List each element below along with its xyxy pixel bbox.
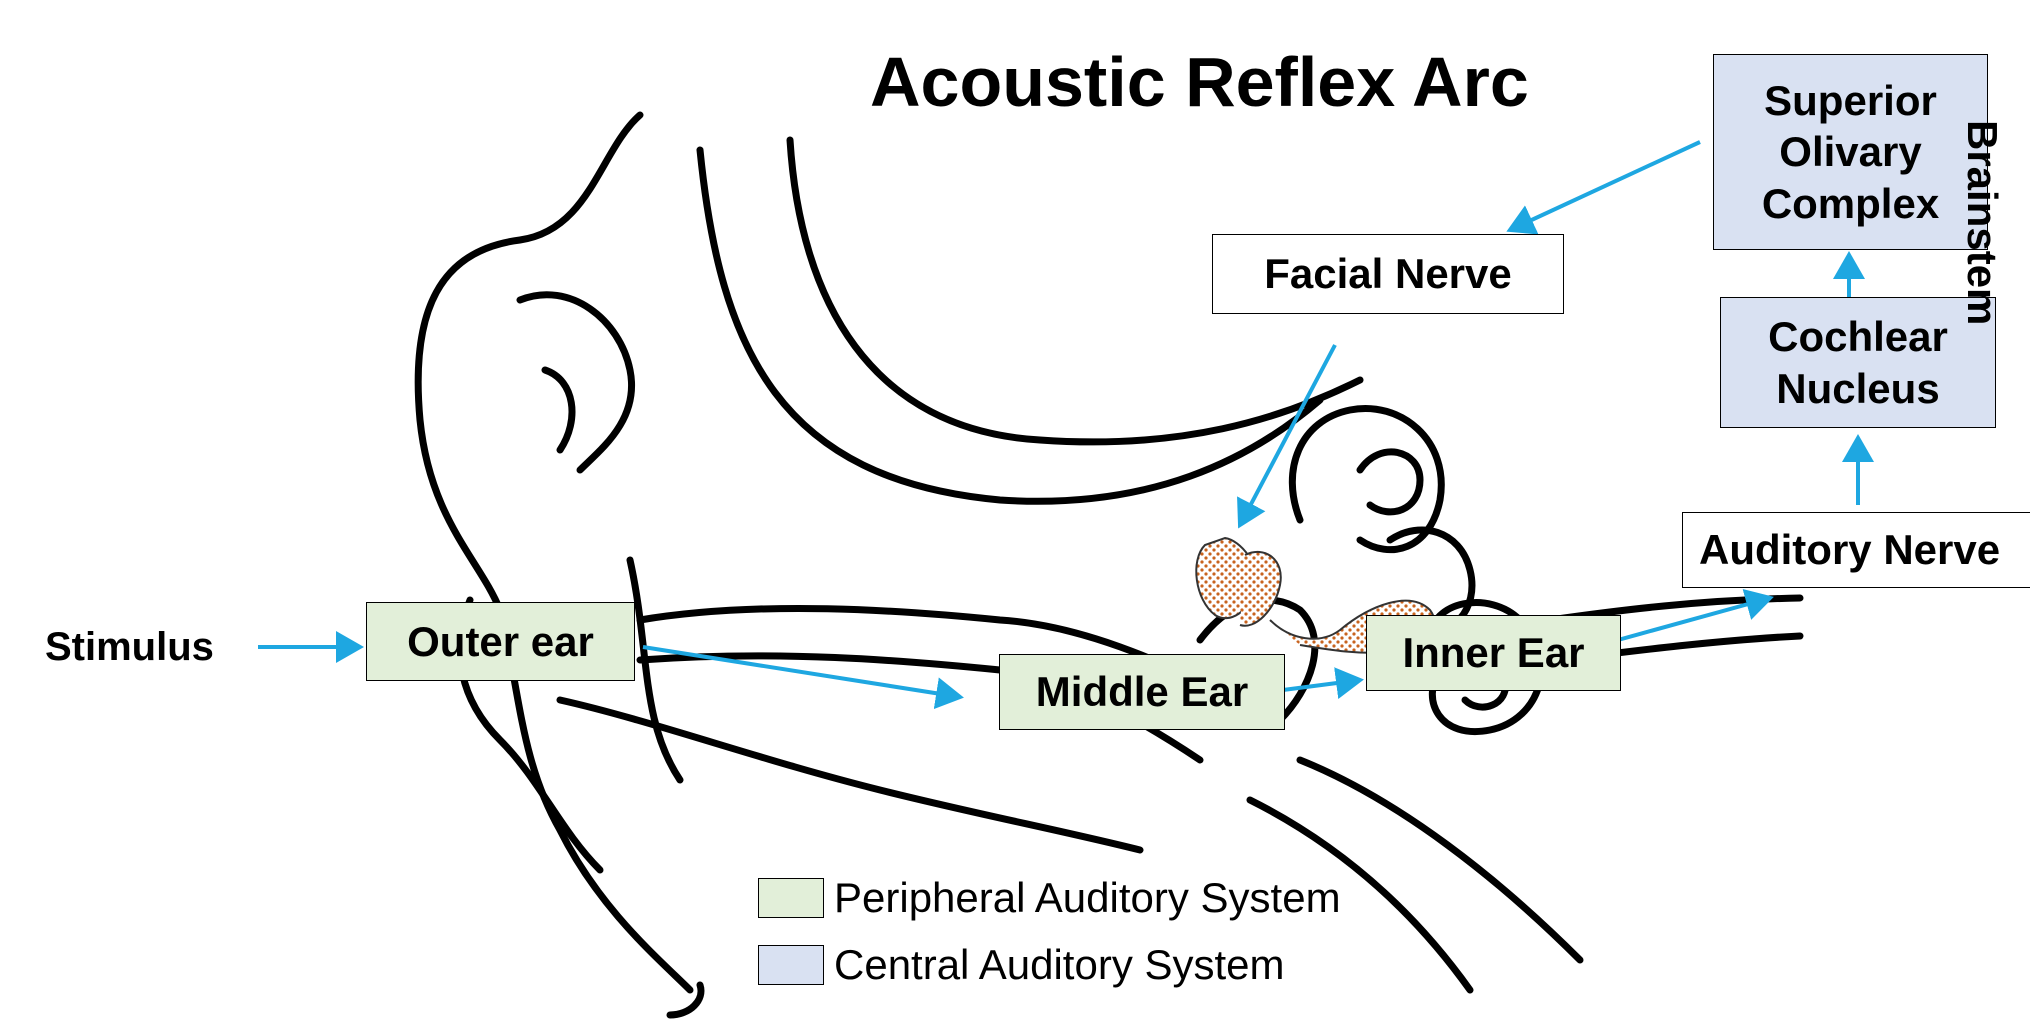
- legend-central-swatch: [758, 945, 824, 985]
- superior-olivary-line-3: Complex: [1762, 178, 1939, 229]
- superior-olivary-line-1: Superior: [1764, 75, 1937, 126]
- legend-peripheral: Peripheral Auditory System: [758, 874, 1341, 922]
- stimulus-label: Stimulus: [45, 625, 214, 670]
- superior-olivary-complex-box: Superior Olivary Complex: [1713, 54, 1988, 250]
- superior-olivary-line-2: Olivary: [1779, 126, 1921, 177]
- brainstem-label: Brainstem: [1958, 120, 2006, 325]
- legend-peripheral-label: Peripheral Auditory System: [834, 874, 1341, 922]
- facial-nerve-box: Facial Nerve: [1212, 234, 1564, 314]
- middle-ear-box: Middle Ear: [999, 654, 1285, 730]
- cochlear-nucleus-box: Cochlear Nucleus: [1720, 297, 1996, 428]
- legend-central: Central Auditory System: [758, 941, 1285, 989]
- legend-central-label: Central Auditory System: [834, 941, 1285, 989]
- auditory-nerve-box: Auditory Nerve: [1682, 512, 2030, 588]
- diagram-title: Acoustic Reflex Arc: [870, 42, 1529, 122]
- cochlear-nucleus-line-1: Cochlear: [1768, 311, 1948, 362]
- cochlear-nucleus-line-2: Nucleus: [1776, 363, 1939, 414]
- outer-ear-box: Outer ear: [366, 602, 635, 681]
- inner-ear-box: Inner Ear: [1366, 615, 1621, 691]
- legend-peripheral-swatch: [758, 878, 824, 918]
